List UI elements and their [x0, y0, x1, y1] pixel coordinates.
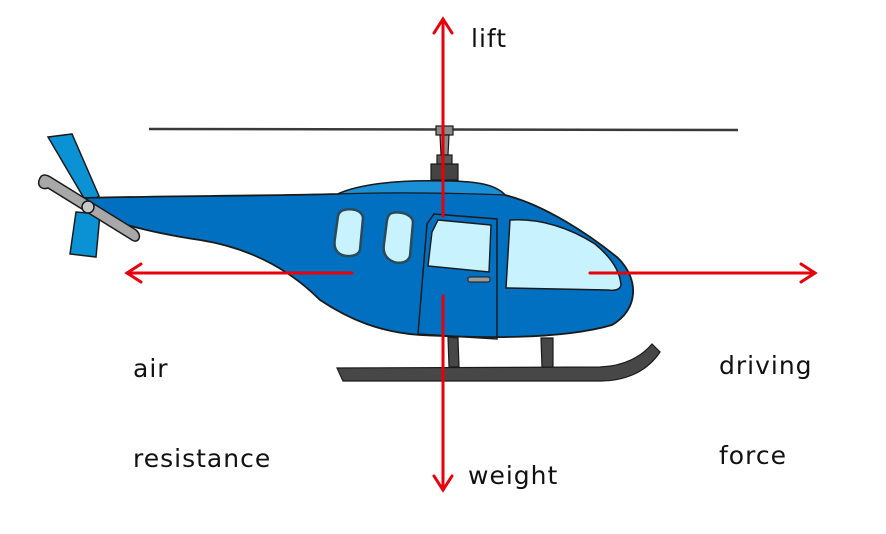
driving-force-label-line1: driving [719, 351, 813, 380]
weight-label: weight [468, 461, 559, 490]
door-handle [467, 276, 491, 283]
air-resistance-label: air resistance [133, 294, 271, 534]
force-diagram: lift weight air resistance driving force [37, 16, 818, 493]
passenger-windows [333, 208, 415, 265]
door-window [427, 219, 492, 273]
driving-force-label: driving force [719, 291, 813, 531]
cockpit-windshield [505, 219, 622, 292]
helicopter-illustration [37, 16, 818, 493]
air-resistance-arrow [124, 262, 354, 284]
lift-arrow [432, 16, 454, 218]
tail-rotor [37, 174, 141, 242]
roof-highlight [337, 180, 507, 196]
driving-force-label-line2: force [719, 441, 787, 470]
air-resistance-label-line1: air [133, 354, 169, 383]
lift-label: lift [471, 24, 508, 53]
driving-force-arrow [588, 262, 818, 284]
air-resistance-label-line2: resistance [133, 444, 272, 473]
landing-skids [336, 336, 661, 382]
door [417, 213, 498, 340]
weight-arrow [432, 294, 454, 493]
